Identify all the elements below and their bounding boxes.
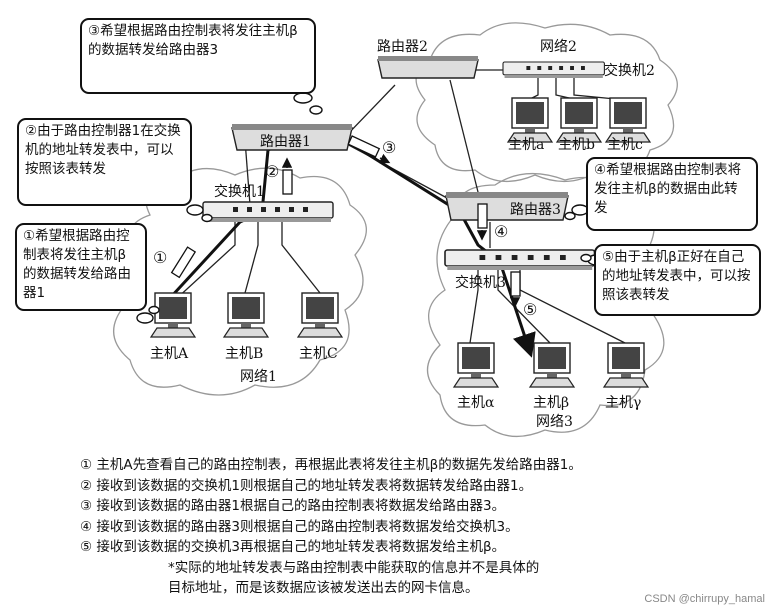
- callout-step2: ②由于路由控制器1在交换机的地址转发表中，可以按照该表转发: [17, 118, 192, 206]
- router1-label: 路由器1: [260, 134, 311, 150]
- bubble-c3-a: [293, 92, 313, 104]
- bubble-c2-b: [201, 213, 213, 223]
- link-sw2-hostc: [573, 78, 627, 101]
- packet-icon-5: [510, 271, 521, 297]
- hostGamma-label: 主机γ: [605, 395, 642, 411]
- hostB-label: 主机B: [225, 346, 264, 362]
- link-r1-r2: [344, 84, 396, 138]
- link-r1-sw1: [244, 139, 251, 206]
- step-marker-4: ④: [494, 222, 509, 241]
- note-5: ⑤ 接收到该数据的交换机3再根据自己的地址转发表将数据发给主机β。: [80, 539, 506, 555]
- switch2-label: 交换机2: [604, 63, 655, 79]
- hostC-icon: [297, 292, 343, 338]
- hostBeta-icon: [529, 342, 575, 388]
- bubble-c3-b: [309, 105, 323, 115]
- hostC-label: 主机C: [299, 346, 338, 362]
- network1-label: 网络1: [240, 369, 277, 385]
- footnote-line1: *实际的地址转发表与路由控制表中能获取的信息并不是具体的: [168, 559, 540, 576]
- packet-icon-1: [170, 246, 197, 279]
- link-sw3-hostBeta: [497, 268, 551, 344]
- link-sw3-hostAlpha: [469, 268, 479, 344]
- step-marker-3: ③: [382, 138, 397, 157]
- link-sw2-hostb: [555, 78, 579, 101]
- bubble-c5-b: [580, 253, 592, 263]
- bubble-c2-a: [186, 204, 204, 216]
- step-marker-2: ②: [265, 162, 280, 181]
- packet-icon-4: [477, 203, 488, 229]
- link-r2-r3: [449, 79, 481, 201]
- link-sw1-hostB: [244, 218, 259, 294]
- router3-label: 路由器3: [510, 202, 561, 218]
- switch3-label: 交换机3: [455, 275, 506, 291]
- arrow-step3: [378, 153, 391, 164]
- hostB-icon: [223, 292, 269, 338]
- hostA-icon: [150, 292, 196, 338]
- router2-label: 路由器2: [377, 39, 428, 55]
- footnote-line2: 目标地址，而是该数据应该被发送出去的网卡信息。: [168, 580, 479, 596]
- step-marker-1: ①: [153, 248, 168, 267]
- bubble-c1-b: [148, 305, 160, 315]
- switch2-icon: [502, 61, 605, 79]
- network3-label: 网络3: [536, 414, 573, 430]
- link-sw2-hosta: [527, 78, 539, 101]
- watermark: CSDN @chirrupy_hamal: [644, 593, 765, 605]
- network2-cloud: [415, 22, 678, 183]
- packet-icon-2: [282, 169, 293, 195]
- hostA-label: 主机A: [150, 346, 189, 362]
- switch1-label: 交换机1: [214, 184, 265, 200]
- data-path: [168, 138, 536, 358]
- packet-icon-3: [347, 135, 381, 158]
- hostGamma-icon: [603, 342, 649, 388]
- hostAlpha-icon: [453, 342, 499, 388]
- step-marker-5: ⑤: [523, 300, 538, 319]
- bubble-c4-b: [564, 211, 576, 221]
- switch3-icon: [444, 249, 596, 271]
- callout-step3: ③希望根据路由控制表将发往主机β的数据转发给路由器3: [80, 18, 316, 94]
- note-1: ① 主机A先查看自己的路由控制表，再根据此表将发往主机β的数据先发给路由器1。: [80, 457, 582, 473]
- switch1-icon: [202, 201, 334, 223]
- hostBeta-label: 主机β: [533, 395, 570, 411]
- link-sw1-hostC: [281, 218, 321, 294]
- network2-label: 网络2: [540, 39, 577, 55]
- router2-icon: [377, 56, 479, 79]
- callout-step1: ①希望根据路由控制表将发往主机β的数据转发给路由器1: [15, 223, 147, 311]
- hostc-label: 主机c: [607, 137, 643, 153]
- network3-cloud: [426, 172, 666, 438]
- router1-icon: [231, 124, 353, 151]
- note-2: ② 接收到该数据的交换机1则根据自己的地址转发表将数据转发给路由器1。: [80, 477, 533, 494]
- step-notes: ① 主机A先查看自己的路由控制表，再根据此表将发往主机β的数据先发给路由器1。 …: [80, 455, 740, 599]
- note-3: ③ 接收到该数据的路由器1根据自己的路由控制表将数据发给路由器3。: [80, 498, 506, 514]
- hostb-label: 主机b: [558, 137, 595, 153]
- callout-step4: ④希望根据路由控制表将发往主机β的数据由此转发: [586, 157, 758, 231]
- router3-icon: [445, 192, 569, 221]
- hostAlpha-label: 主机α: [457, 395, 495, 411]
- hosta-label: 主机a: [508, 137, 545, 153]
- callout-step5: ⑤由于主机β正好在自己的地址转发表中，可以按照该表转发: [594, 244, 761, 316]
- bubble-c1-a: [136, 312, 154, 324]
- note-4: ④ 接收到该数据的路由器3则根据自己的路由控制表将数据发给交换机3。: [80, 518, 519, 535]
